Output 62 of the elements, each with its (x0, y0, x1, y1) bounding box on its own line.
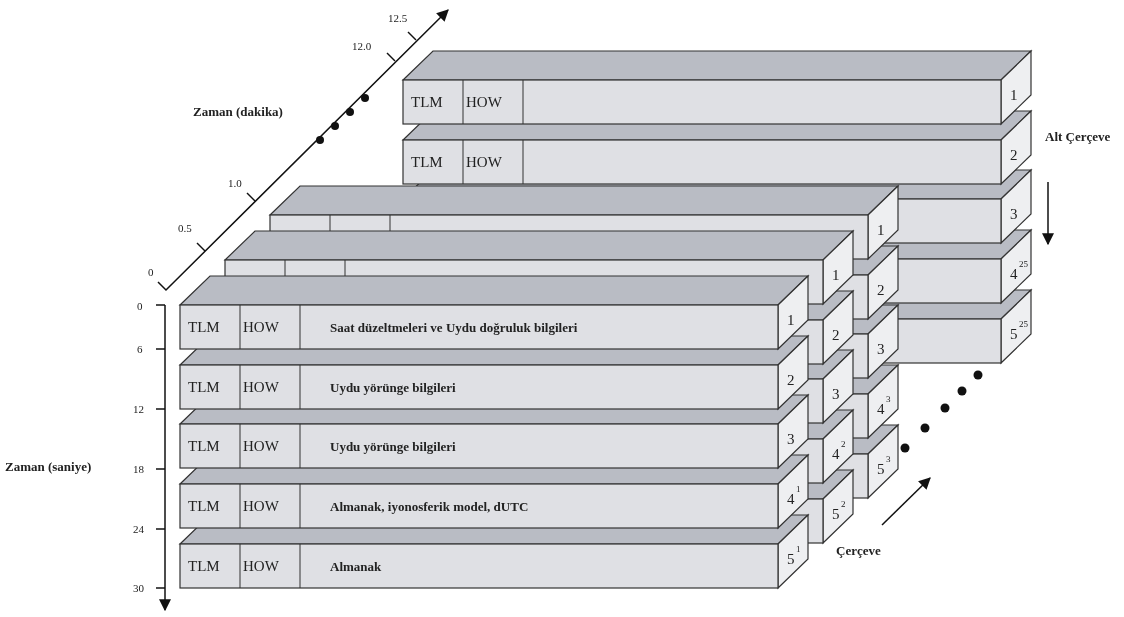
subframe-number: 2 (1010, 147, 1018, 163)
superscript-number: 3 (886, 394, 891, 404)
cell-label: TLM (188, 319, 220, 335)
subframe-number: 3 (832, 386, 840, 402)
superscript-number: 25 (1019, 259, 1028, 269)
axis-title: Zaman (dakika) (193, 103, 283, 120)
subframe-number: 1 (787, 312, 795, 328)
tick-label: 30 (133, 582, 144, 594)
subframe-number: 3 (787, 431, 795, 447)
subframe-number: 3 (877, 341, 885, 357)
tick-label: 18 (133, 463, 144, 475)
axis-title: Alt Çerçeve (1045, 128, 1112, 145)
subframe-number: 4 (832, 446, 840, 462)
tick-label: 0 (148, 266, 154, 278)
tick-label: 6 (137, 343, 143, 355)
cell-label: HOW (243, 498, 279, 514)
superscript-number: 1 (796, 544, 801, 554)
subframe-number: 4 (787, 491, 795, 507)
tick-label: 12.0 (352, 40, 372, 52)
tick-label: 1.0 (228, 177, 242, 189)
subframe-number: 5 (832, 506, 840, 522)
cell-label: HOW (243, 558, 279, 574)
tick-label: 12.5 (388, 12, 408, 24)
content-text: Almanak (330, 559, 382, 575)
superscript-number: 2 (841, 499, 846, 509)
cell-label: HOW (243, 438, 279, 454)
tick-label: 24 (133, 523, 144, 535)
superscript-number: 3 (886, 454, 891, 464)
subframe-number: 4 (877, 401, 885, 417)
subframe-number: 2 (877, 282, 885, 298)
subframe-number: 1 (1010, 87, 1018, 103)
cell-label: HOW (466, 154, 502, 170)
tick-label: 0 (137, 300, 143, 312)
subframe-number: 5 (1010, 326, 1018, 342)
superscript-number: 25 (1019, 319, 1028, 329)
cell-label: HOW (243, 379, 279, 395)
cell-label: TLM (188, 558, 220, 574)
subframe-number: 4 (1010, 266, 1018, 282)
cell-label: TLM (188, 438, 220, 454)
content-text: Uydu yörünge bilgileri (330, 380, 456, 396)
superscript-number: 2 (841, 439, 846, 449)
cell-label: HOW (243, 319, 279, 335)
cell-label: TLM (188, 498, 220, 514)
tick-label: 0.5 (178, 222, 192, 234)
cell-label: TLM (411, 94, 443, 110)
subframe-number: 1 (877, 222, 885, 238)
cell-label: TLM (411, 154, 443, 170)
axis-title: Çerçeve (836, 542, 881, 559)
subframe-number: 5 (787, 551, 795, 567)
axis-title: Zaman (saniye) (5, 458, 92, 475)
subframe-number: 2 (787, 372, 795, 388)
content-text: Uydu yörünge bilgileri (330, 439, 456, 455)
tick-label: 12 (133, 403, 144, 415)
cell-label: HOW (466, 94, 502, 110)
subframe-number: 1 (832, 267, 840, 283)
cell-label: TLM (188, 379, 220, 395)
subframe-number: 3 (1010, 206, 1018, 222)
superscript-number: 1 (796, 484, 801, 494)
subframe-number: 2 (832, 327, 840, 343)
content-text: Saat düzeltmeleri ve Uydu doğruluk bilgileri (330, 320, 578, 336)
content-text: Almanak, iyonosferik model, dUTC (330, 499, 529, 515)
subframe-number: 5 (877, 461, 885, 477)
